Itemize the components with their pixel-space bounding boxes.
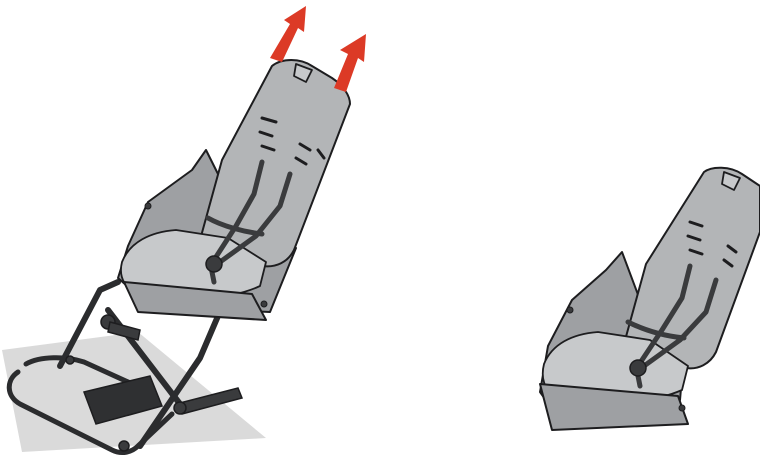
harness-buckle — [630, 360, 646, 376]
seat-rivet — [145, 203, 151, 209]
stroller-seat-lifted — [118, 60, 350, 320]
frame-hinge-knob — [66, 356, 74, 364]
seat-rivet — [261, 301, 267, 307]
up-right-arrow-icon — [334, 34, 366, 92]
stroller-seat-standalone — [540, 168, 760, 430]
seat-backrest — [200, 60, 350, 266]
harness-buckle — [206, 256, 222, 272]
seat-rivet — [679, 405, 685, 411]
frame-hinge-knob — [174, 402, 186, 414]
frame-hinge-knob — [119, 441, 129, 451]
up-right-arrow-icon — [270, 6, 306, 62]
seat-rivet — [567, 307, 573, 313]
